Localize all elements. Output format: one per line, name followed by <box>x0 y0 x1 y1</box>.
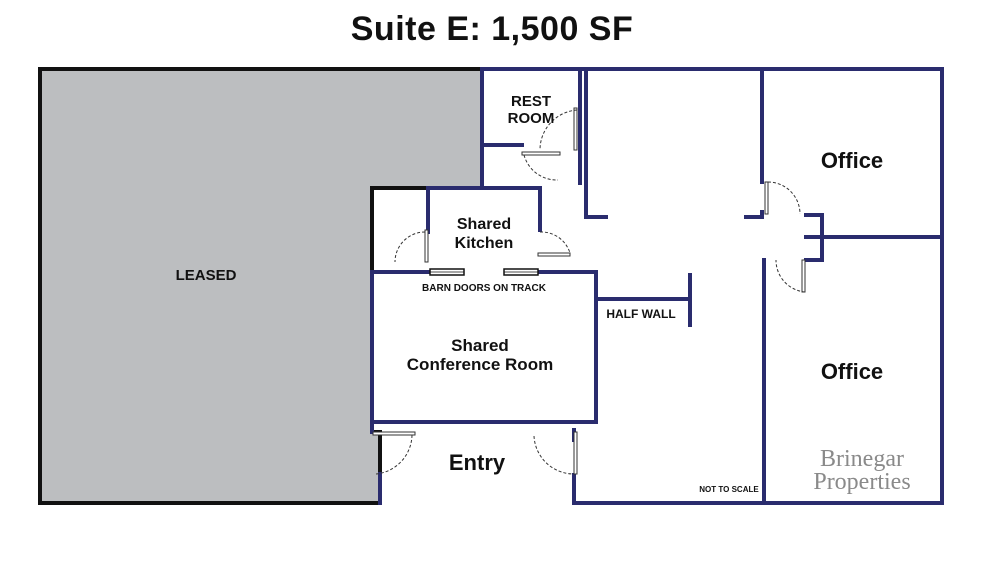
brand-logo-line2: Properties <box>813 469 910 495</box>
barn-doors <box>429 268 539 276</box>
door-swings <box>372 107 806 475</box>
entry-label: Entry <box>449 450 506 475</box>
kitchen-label-line1: Shared <box>457 216 511 233</box>
office-top-label: Office <box>821 148 883 173</box>
half-wall-label: HALF WALL <box>606 307 675 321</box>
leased-area <box>38 67 484 505</box>
conference-label-line2: Conference Room <box>407 355 553 374</box>
kitchen-label-line2: Kitchen <box>455 235 514 252</box>
conference-label-line1: Shared <box>451 336 509 355</box>
suite-walls <box>370 67 944 505</box>
plan-title: Suite E: 1,500 SF <box>350 10 634 48</box>
restroom-label-line2: ROOM <box>508 110 555 127</box>
restroom-label-line1: REST <box>511 93 551 110</box>
leased-label: LEASED <box>176 267 237 284</box>
office-bottom-label: Office <box>821 359 883 384</box>
not-to-scale-label: NOT TO SCALE <box>699 485 759 494</box>
barn-doors-label: BARN DOORS ON TRACK <box>422 283 547 294</box>
brand-logo-line1: Brinegar <box>820 446 904 472</box>
